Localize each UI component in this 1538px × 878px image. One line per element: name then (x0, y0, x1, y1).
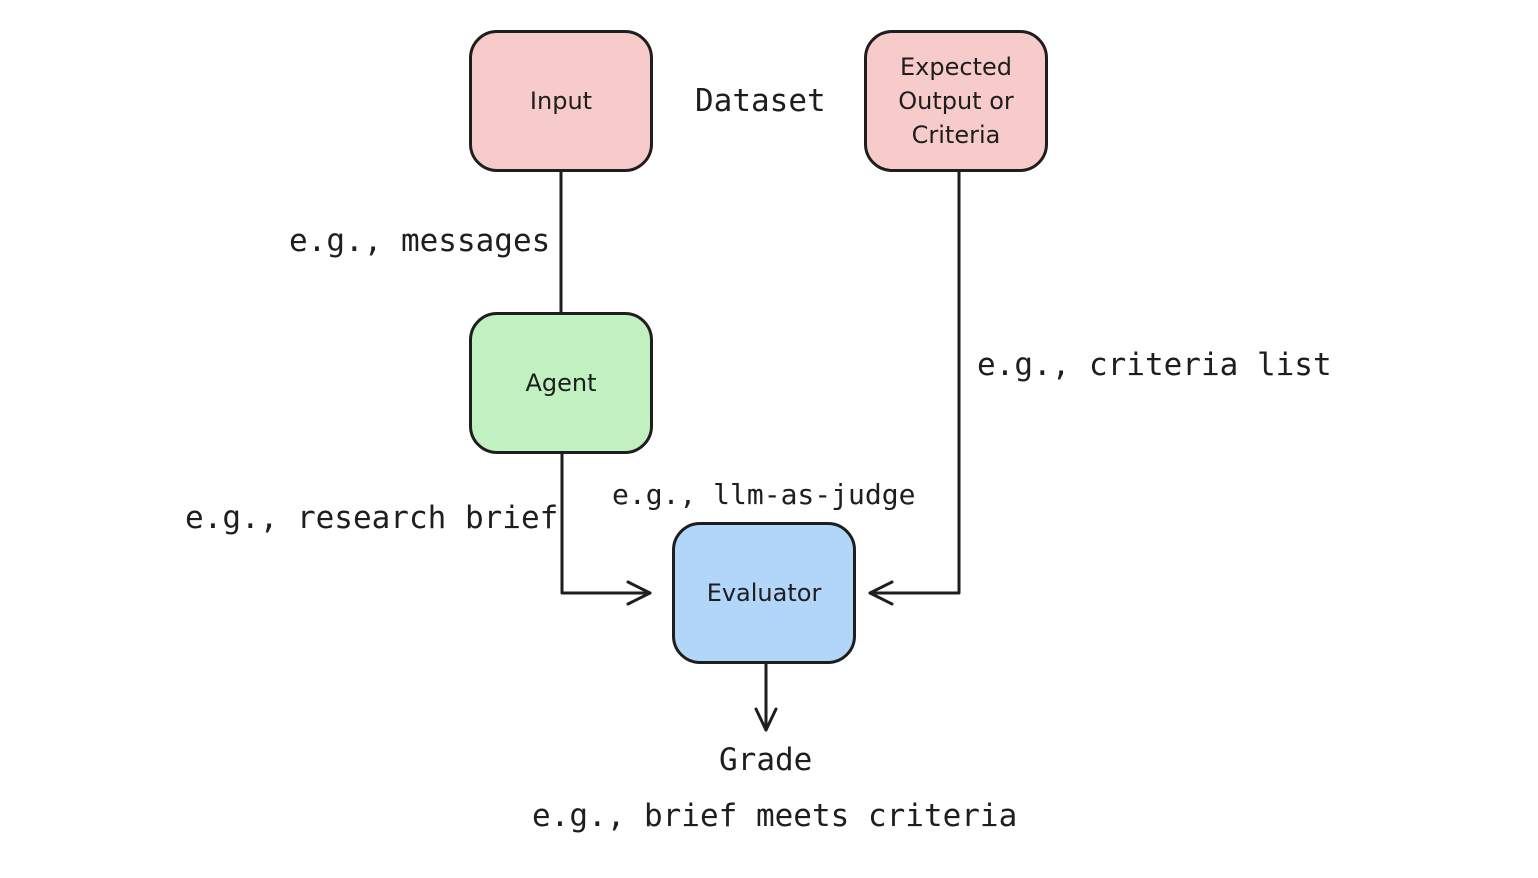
expected-output-node: Expected Output or Criteria (864, 30, 1048, 172)
grade-label: Grade (719, 742, 813, 778)
agent-node-label: Agent (525, 369, 597, 397)
brief-meets-criteria-label: e.g., brief meets criteria (532, 798, 1018, 834)
evaluator-node: Evaluator (672, 522, 856, 664)
criteria-list-edge-label: e.g., criteria list (977, 347, 1332, 383)
evaluator-node-label: Evaluator (706, 579, 822, 607)
dataset-label: Dataset (695, 83, 826, 119)
edge-agent-to-evaluator (560, 452, 652, 595)
input-node: Input (469, 30, 653, 172)
messages-edge-label: e.g., messages (289, 223, 551, 259)
expected-output-node-label: Expected Output or Criteria (898, 53, 1014, 149)
edge-expected-to-evaluator (868, 170, 961, 595)
research-brief-edge-label: e.g., research brief (185, 500, 559, 536)
llm-as-judge-label: e.g., llm-as-judge (612, 478, 916, 511)
edge-agent-to-evaluator-arrowhead (626, 580, 652, 606)
input-node-label: Input (529, 87, 593, 115)
agent-node: Agent (469, 312, 653, 454)
edge-expected-to-evaluator-arrowhead (868, 580, 894, 606)
edge-evaluator-to-grade-arrowhead (754, 707, 778, 732)
